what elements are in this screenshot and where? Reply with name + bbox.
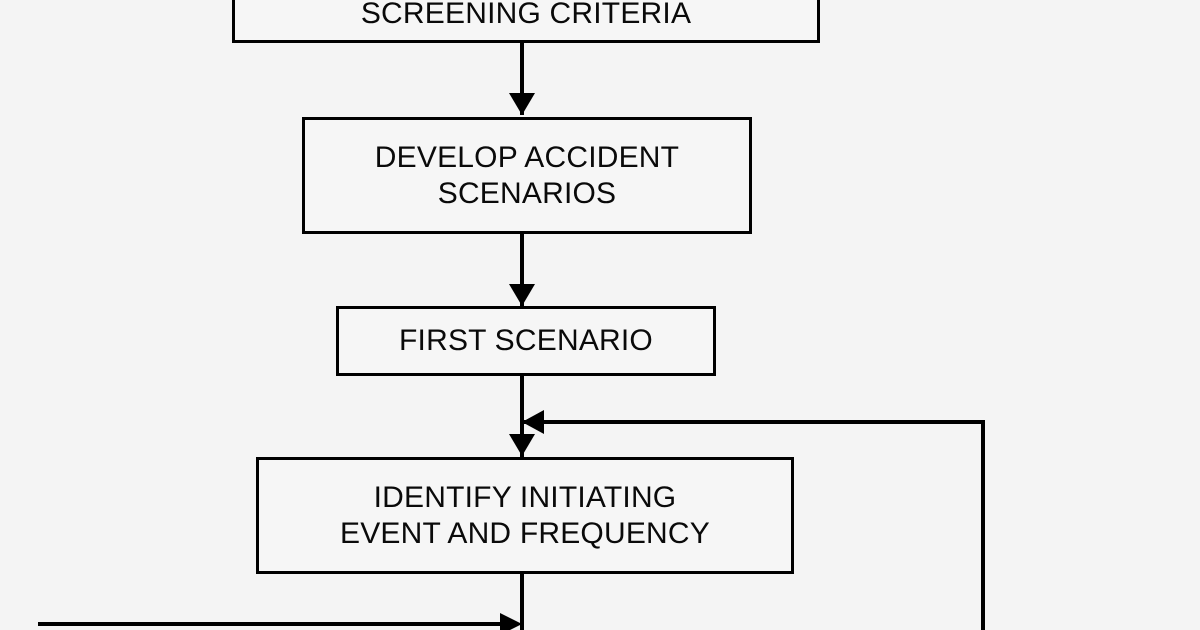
edge-first-to-identify-arrowhead-icon bbox=[509, 434, 535, 456]
edge-right-feedback-arrowhead-icon bbox=[522, 410, 544, 434]
node-first-scenario-label: FIRST SCENARIO bbox=[399, 324, 653, 358]
edge-identify-down-continue-line bbox=[520, 574, 524, 630]
edge-bottom-left-feedback-arrowhead-icon bbox=[500, 613, 522, 630]
edge-develop-to-first-line bbox=[520, 234, 524, 306]
edge-screening-to-develop-arrowhead-icon bbox=[509, 93, 535, 115]
node-develop-accident-scenarios-label: DEVELOP ACCIDENT SCENARIOS bbox=[374, 141, 680, 210]
node-identify-initiating-event-and-frequency-label: IDENTIFY INITIATING EVENT AND FREQUENCY bbox=[340, 481, 710, 550]
edge-right-feedback-horizontal-line bbox=[522, 420, 985, 424]
node-identify-initiating-event-and-frequency: IDENTIFY INITIATING EVENT AND FREQUENCY bbox=[256, 457, 794, 574]
node-first-scenario: FIRST SCENARIO bbox=[336, 306, 716, 376]
edge-bottom-left-feedback-line bbox=[38, 622, 508, 626]
edge-screening-to-develop-line bbox=[520, 43, 524, 115]
edge-develop-to-first-arrowhead-icon bbox=[509, 284, 535, 306]
edge-right-feedback-vertical-line bbox=[981, 420, 985, 630]
node-develop-accident-scenarios: DEVELOP ACCIDENT SCENARIOS bbox=[302, 117, 752, 234]
node-screening-criteria-label: SCREENING CRITERIA bbox=[360, 0, 692, 30]
node-screening-criteria: SCREENING CRITERIA bbox=[232, 0, 820, 43]
